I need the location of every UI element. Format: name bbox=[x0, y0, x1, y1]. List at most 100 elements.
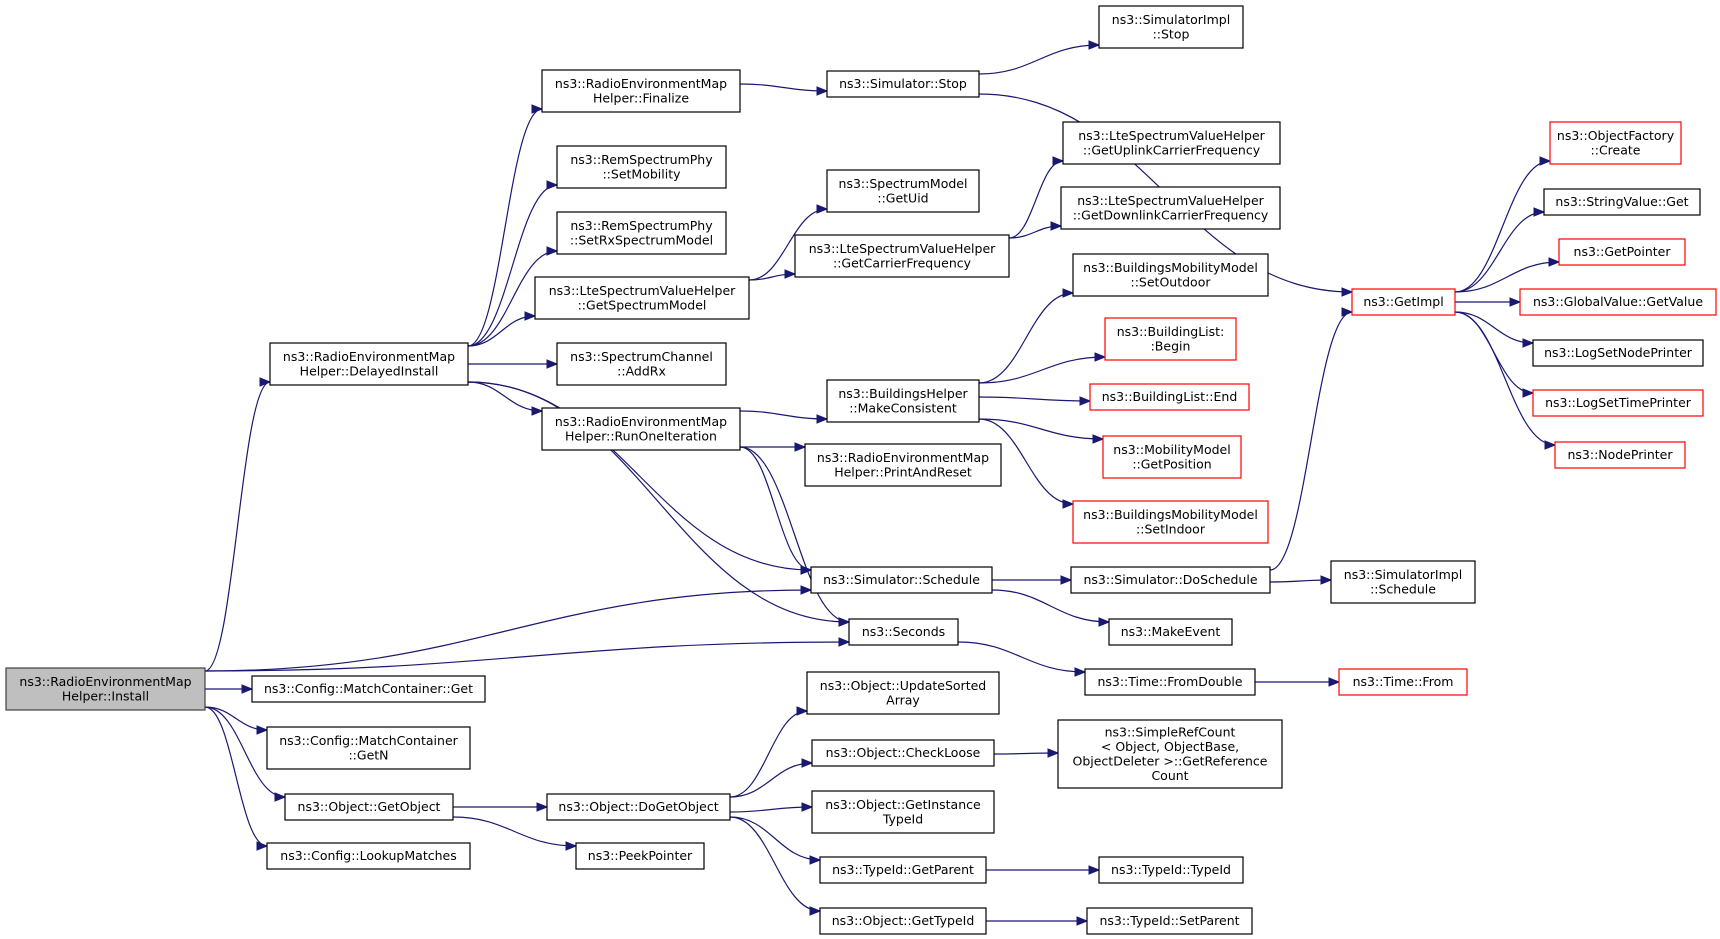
node-typeid-get-parent[interactable]: ns3::TypeId::GetParent bbox=[819, 856, 987, 884]
call-edge-install-to-simulator_schedule bbox=[204, 589, 812, 672]
node-get-impl[interactable]: ns3::GetImpl bbox=[1351, 288, 1456, 316]
node-box bbox=[1089, 383, 1250, 411]
node-label-line: ns3::Config::LookupMatches bbox=[280, 848, 456, 863]
node-make-consistent[interactable]: ns3::BuildingsHelper::MakeConsistent bbox=[826, 379, 980, 423]
arrowhead-install-to-delayed_install bbox=[259, 377, 272, 387]
node-label-line: ns3::NodePrinter bbox=[1567, 447, 1673, 462]
node-label-line: ns3::RemSpectrumPhy bbox=[570, 152, 713, 167]
arrowhead-make_consistent-to-set_indoor bbox=[1062, 499, 1075, 509]
node-simulatorimpl-stop[interactable]: ns3::SimulatorImpl::Stop bbox=[1098, 5, 1244, 49]
arrowhead-object_do_get_object-to-object_get_type_id bbox=[809, 906, 822, 916]
node-simulator-schedule[interactable]: ns3::Simulator::Schedule bbox=[810, 566, 993, 594]
node-object-get-object[interactable]: ns3::Object::GetObject bbox=[284, 793, 454, 821]
node-get-uplink-carrier-frequency[interactable]: ns3::LteSpectrumValueHelper::GetUplinkCa… bbox=[1062, 121, 1281, 165]
node-label-line: ns3::LogSetTimePrinter bbox=[1545, 395, 1692, 410]
call-edge-get_impl-to-string_value_get bbox=[1454, 211, 1545, 293]
call-edge-simulator_do_schedule-to-get_impl bbox=[1269, 311, 1353, 571]
node-simulatorimpl-schedule[interactable]: ns3::SimulatorImpl::Schedule bbox=[1330, 560, 1476, 604]
call-edge-object_do_get_object-to-object_get_type_id bbox=[729, 816, 821, 912]
node-box bbox=[806, 671, 1000, 715]
node-label-line: ns3::Config::MatchContainer::Get bbox=[264, 681, 473, 696]
node-get-position[interactable]: ns3::MobilityModel::GetPosition bbox=[1102, 435, 1242, 479]
node-lookup-matches[interactable]: ns3::Config::LookupMatches bbox=[266, 842, 471, 870]
node-box bbox=[1102, 435, 1242, 479]
node-set-indoor[interactable]: ns3::BuildingsMobilityModel::SetIndoor bbox=[1072, 500, 1269, 544]
node-typeid-typeid[interactable]: ns3::TypeId::TypeId bbox=[1098, 856, 1244, 884]
call-edge-delayed_install-to-seconds bbox=[467, 381, 850, 623]
node-label-line: ns3::Config::MatchContainer bbox=[279, 733, 458, 748]
call-edge-run_one_iteration-to-simulator_schedule bbox=[739, 446, 812, 571]
node-object-do-get-object[interactable]: ns3::Object::DoGetObject bbox=[546, 793, 731, 821]
node-get-downlink-carrier-frequency[interactable]: ns3::LteSpectrumValueHelper::GetDownlink… bbox=[1060, 186, 1281, 230]
node-string-value-get[interactable]: ns3::StringValue::Get bbox=[1543, 188, 1701, 216]
node-label-line: ns3::Simulator::Schedule bbox=[823, 572, 980, 587]
node-object-factory-create[interactable]: ns3::ObjectFactory::Create bbox=[1549, 121, 1682, 165]
node-box bbox=[266, 842, 471, 870]
node-run-one-iteration[interactable]: ns3::RadioEnvironmentMapHelper::RunOneIt… bbox=[541, 407, 741, 451]
arrowhead-object_do_get_object-to-get_instance_type_id bbox=[801, 802, 814, 812]
node-box bbox=[811, 790, 995, 834]
arrowhead-install-to-lookup_matches bbox=[256, 841, 269, 851]
node-label-line: ns3::SimpleRefCount bbox=[1105, 724, 1236, 739]
node-set-outdoor[interactable]: ns3::BuildingsMobilityModel::SetOutdoor bbox=[1072, 253, 1269, 297]
node-get-uid[interactable]: ns3::SpectrumModel::GetUid bbox=[826, 169, 980, 213]
node-get-pointer[interactable]: ns3::GetPointer bbox=[1558, 238, 1686, 266]
node-log-set-node-printer[interactable]: ns3::LogSetNodePrinter bbox=[1532, 339, 1704, 367]
node-box bbox=[1108, 618, 1233, 646]
node-label-line: ns3::GetImpl bbox=[1363, 294, 1443, 309]
node-time-from-double[interactable]: ns3::Time::FromDouble bbox=[1084, 668, 1256, 696]
node-node-printer[interactable]: ns3::NodePrinter bbox=[1554, 441, 1686, 469]
arrowhead-object_get_type_id-to-typeid_set_parent bbox=[1076, 916, 1089, 926]
node-box bbox=[1084, 668, 1256, 696]
node-box bbox=[541, 69, 741, 113]
node-box bbox=[541, 407, 741, 451]
arrowhead-get_impl-to-global_value_get_value bbox=[1509, 297, 1522, 307]
node-label-line: ::SetIndoor bbox=[1136, 521, 1206, 536]
call-edge-make_consistent-to-building_list_begin bbox=[978, 356, 1106, 384]
call-edge-object_do_get_object-to-get_instance_type_id bbox=[729, 806, 813, 813]
node-set-rx-spectrum-model[interactable]: ns3::RemSpectrumPhy::SetRxSpectrumModel bbox=[556, 211, 727, 255]
node-log-set-time-printer[interactable]: ns3::LogSetTimePrinter bbox=[1532, 389, 1704, 417]
node-delayed-install[interactable]: ns3::RadioEnvironmentMapHelper::DelayedI… bbox=[269, 342, 469, 386]
node-building-list-end[interactable]: ns3::BuildingList::End bbox=[1089, 383, 1250, 411]
node-label-line: ns3::BuildingsMobilityModel bbox=[1083, 260, 1258, 275]
node-check-loose[interactable]: ns3::Object::CheckLoose bbox=[811, 739, 995, 767]
node-box bbox=[1558, 238, 1686, 266]
node-label-line: ns3::Object::GetTypeId bbox=[832, 913, 975, 928]
node-global-value-get-value[interactable]: ns3::GlobalValue::GetValue bbox=[1519, 288, 1717, 316]
arrowhead-run_one_iteration-to-make_consistent bbox=[816, 414, 829, 424]
arrowhead-get_impl-to-log_set_time_printer bbox=[1522, 388, 1535, 398]
node-box bbox=[1532, 339, 1704, 367]
node-set-mobility[interactable]: ns3::RemSpectrumPhy::SetMobility bbox=[556, 145, 727, 189]
node-simulator-do-schedule[interactable]: ns3::Simulator::DoSchedule bbox=[1070, 566, 1271, 594]
arrowhead-simulator_schedule-to-make_event bbox=[1098, 617, 1111, 627]
node-object-get-type-id[interactable]: ns3::Object::GetTypeId bbox=[819, 907, 987, 935]
node-print-and-reset[interactable]: ns3::RadioEnvironmentMapHelper::PrintAnd… bbox=[804, 443, 1002, 487]
node-match-container-get[interactable]: ns3::Config::MatchContainer::Get bbox=[251, 675, 486, 703]
arrowhead-run_one_iteration-to-print_and_reset bbox=[794, 442, 807, 452]
node-building-list-begin[interactable]: ns3::BuildingList::Begin bbox=[1104, 317, 1237, 361]
node-simulator-stop[interactable]: ns3::Simulator::Stop bbox=[826, 70, 980, 98]
node-time-from[interactable]: ns3::Time::From bbox=[1338, 668, 1468, 696]
node-add-rx[interactable]: ns3::SpectrumChannel::AddRx bbox=[556, 342, 727, 386]
node-box bbox=[284, 793, 454, 821]
node-get-carrier-frequency[interactable]: ns3::LteSpectrumValueHelper::GetCarrierF… bbox=[794, 234, 1010, 278]
node-label-line: ns3::RemSpectrumPhy bbox=[570, 218, 713, 233]
arrowhead-simulator_stop-to-simulatorimpl_stop bbox=[1088, 40, 1101, 50]
node-typeid-set-parent[interactable]: ns3::TypeId::SetParent bbox=[1086, 907, 1253, 935]
call-edge-get_spectrum_model-to-get_uid bbox=[748, 208, 828, 281]
node-peek-pointer[interactable]: ns3::PeekPointer bbox=[575, 842, 705, 870]
node-match-container-getn[interactable]: ns3::Config::MatchContainer::GetN bbox=[266, 726, 471, 770]
node-get-reference-count[interactable]: ns3::SimpleRefCount< Object, ObjectBase,… bbox=[1057, 719, 1283, 789]
node-box bbox=[826, 169, 980, 213]
arrowhead-object_do_get_object-to-check_loose bbox=[801, 758, 814, 768]
node-get-spectrum-model[interactable]: ns3::LteSpectrumValueHelper::GetSpectrum… bbox=[534, 276, 750, 320]
call-edge-make_consistent-to-get_position bbox=[978, 418, 1104, 440]
node-label-line: < Object, ObjectBase, bbox=[1101, 739, 1239, 754]
node-make-event[interactable]: ns3::MakeEvent bbox=[1108, 618, 1233, 646]
node-label-line: ns3::SpectrumModel bbox=[839, 176, 968, 191]
node-seconds[interactable]: ns3::Seconds bbox=[848, 618, 959, 646]
